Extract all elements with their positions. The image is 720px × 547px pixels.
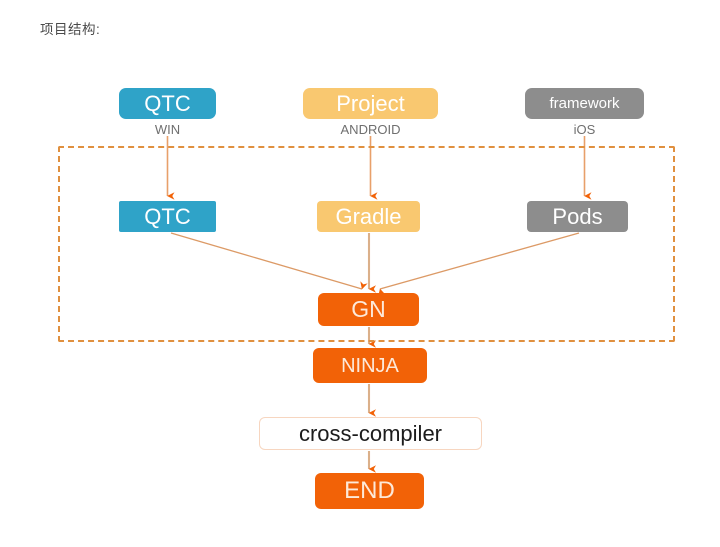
- edge-pods-to-gn: [378, 232, 580, 297]
- node-project-android[interactable]: Project: [303, 88, 438, 119]
- caption-ios: iOS: [573, 122, 596, 137]
- build-system-group-frame: [58, 146, 675, 342]
- node-end[interactable]: END: [315, 473, 424, 509]
- node-project-android-label: Project: [336, 90, 405, 116]
- node-framework-ios[interactable]: framework: [525, 88, 644, 119]
- node-end-label: END: [344, 477, 395, 504]
- node-ninja-label: NINJA: [341, 354, 399, 377]
- node-qtc-build[interactable]: QTC: [119, 201, 216, 232]
- node-pods[interactable]: Pods: [527, 201, 628, 232]
- node-gn[interactable]: GN: [318, 293, 419, 326]
- node-cross-compiler-label: cross-compiler: [298, 420, 443, 446]
- node-gradle-label: Gradle: [335, 203, 402, 229]
- node-qtc-win-label: QTC: [144, 90, 191, 116]
- node-qtc-win[interactable]: QTC: [119, 88, 216, 119]
- caption-win: WIN: [154, 122, 181, 137]
- node-cross-compiler[interactable]: cross-compiler: [259, 417, 482, 450]
- edge-qtcbuild-to-gn: [170, 232, 368, 290]
- caption-android: ANDROID: [340, 122, 401, 137]
- node-pods-label: Pods: [552, 203, 603, 229]
- node-qtc-build-label: QTC: [144, 203, 191, 229]
- node-framework-ios-label: framework: [549, 95, 620, 112]
- node-gn-label: GN: [351, 296, 386, 322]
- page-title: 项目结构:: [40, 22, 101, 37]
- node-gradle[interactable]: Gradle: [317, 201, 420, 232]
- node-ninja[interactable]: NINJA: [313, 348, 427, 383]
